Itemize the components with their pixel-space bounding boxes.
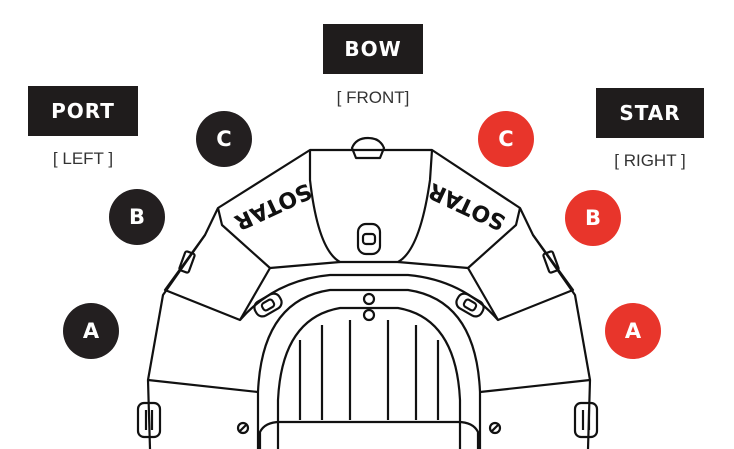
star-chamber-c-badge: C xyxy=(478,111,534,167)
floor-outline xyxy=(276,306,462,449)
inner-rim xyxy=(256,288,482,449)
star-c-chamber xyxy=(397,207,522,270)
port-chamber-c-badge: C xyxy=(196,111,252,167)
bow-valve xyxy=(356,222,382,256)
bow-handle xyxy=(350,136,386,160)
bow-label: BOW xyxy=(323,24,423,74)
star-chamber-b-badge: B xyxy=(565,190,621,246)
star-sublabel: [ RIGHT ] xyxy=(614,151,686,170)
star-chamber-a-badge: A xyxy=(605,303,661,359)
port-grab-handle xyxy=(136,401,162,439)
raft-outer-hull xyxy=(146,148,592,449)
port-c-chamber xyxy=(216,207,341,270)
brand-text-star: SOTAR xyxy=(425,177,510,234)
port-sublabel: [ LEFT ] xyxy=(52,149,114,168)
star-label: STAR xyxy=(596,88,704,138)
port-label: PORT xyxy=(28,86,138,136)
port-a-seam xyxy=(147,378,259,394)
port-b-chamber xyxy=(163,234,271,322)
brand-text-port: SOTAR xyxy=(230,177,315,234)
star-b-chamber xyxy=(467,234,575,322)
bow-chamber xyxy=(308,149,434,264)
bow-sublabel: [ FRONT] xyxy=(336,88,410,107)
star-a-seam xyxy=(479,378,591,394)
star-grab-handle xyxy=(573,401,599,439)
port-chamber-b-badge: B xyxy=(109,189,165,245)
port-chamber-a-badge: A xyxy=(63,303,119,359)
